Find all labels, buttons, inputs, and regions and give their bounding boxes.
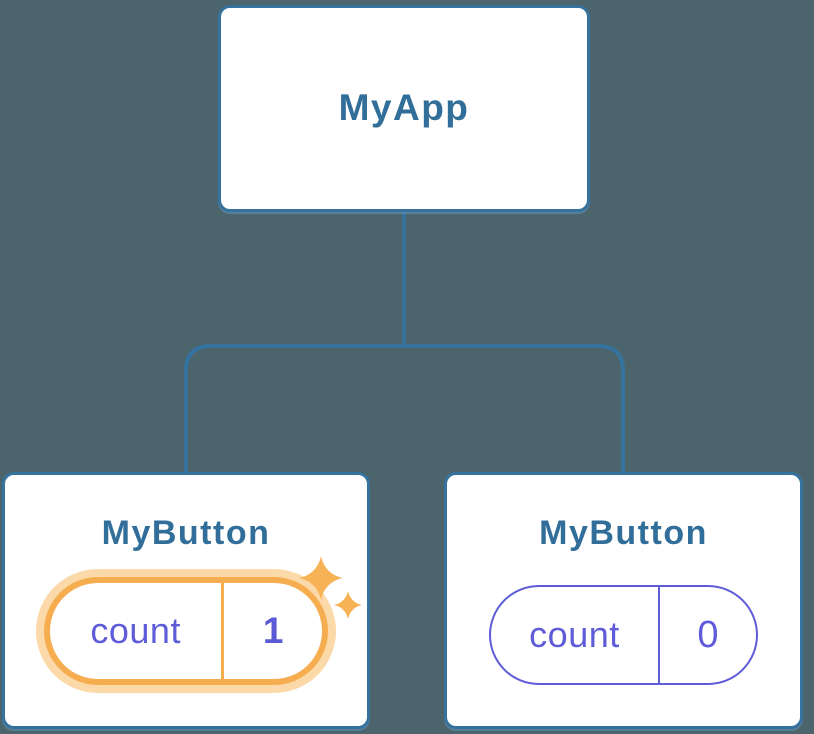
node-myapp-label: MyApp	[338, 87, 470, 129]
state-pill-highlighted: count 1	[44, 577, 328, 686]
node-mybutton-label: MyButton	[539, 514, 708, 552]
sparkles-icon	[299, 556, 362, 620]
state-pill-divider	[657, 587, 660, 684]
connector-branch	[184, 344, 625, 472]
state-name: count	[90, 610, 181, 652]
state-value: 1	[262, 610, 284, 652]
node-mybutton-label: MyButton	[101, 514, 271, 552]
state-pill-wrapper: count 1	[44, 556, 362, 686]
node-myapp: MyApp	[218, 5, 590, 212]
state-pill-wrapper: count 0	[489, 585, 758, 686]
node-mybutton-default: MyButton count 0	[444, 472, 803, 729]
sparkle-small	[334, 591, 362, 620]
node-mybutton-highlighted: MyButton count 1	[2, 472, 370, 729]
sparkle-large	[299, 556, 343, 601]
state-pill-divider	[221, 583, 225, 680]
state-name: count	[529, 614, 620, 656]
state-value: 0	[697, 613, 719, 656]
state-pill-default: count 0	[489, 585, 758, 686]
